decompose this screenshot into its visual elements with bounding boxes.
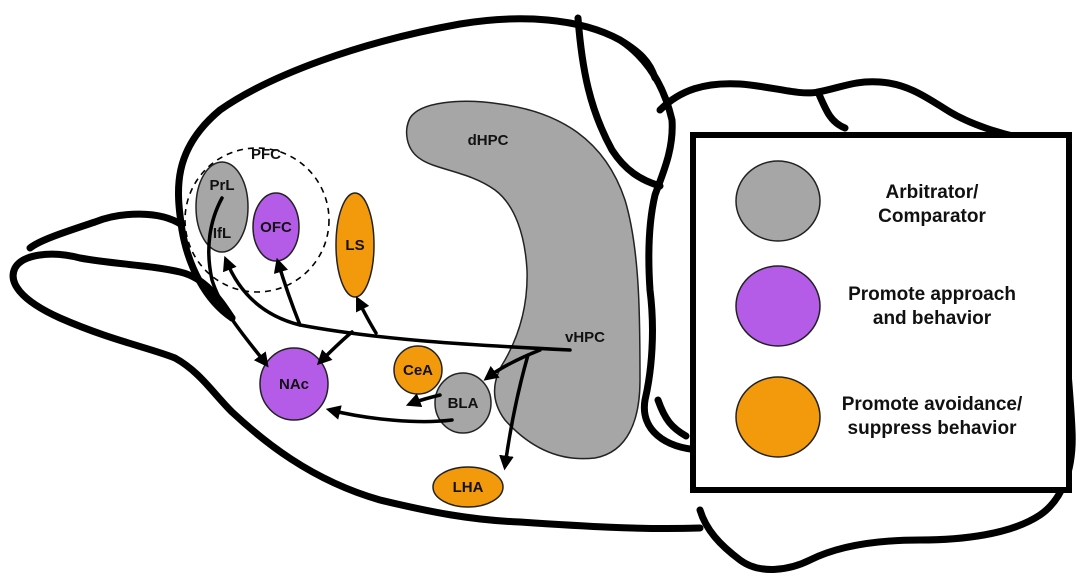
ifl-label: IfL — [213, 225, 231, 242]
prl-label: PrL — [209, 177, 234, 194]
legend-approach-line1: Promote approach — [848, 284, 1016, 305]
ofc-label: OFC — [260, 219, 292, 236]
legend-avoidance-line1: Promote avoidance/ — [842, 394, 1023, 415]
olfactory-outline — [9, 250, 704, 533]
ls-region — [335, 192, 375, 298]
bla-nac-pathway — [325, 405, 454, 424]
lha-region — [432, 466, 504, 508]
pfc-boundary — [184, 147, 330, 293]
nac-region — [259, 347, 329, 421]
dhpc-label: dHPC — [468, 132, 509, 149]
nac-label: NAc — [279, 376, 309, 393]
vhpc-lha-pathway — [499, 353, 530, 471]
vhpc-bla-pathway — [483, 348, 542, 381]
cerebellum-fold — [814, 88, 849, 132]
vhpc-ofc-pathway — [273, 257, 302, 327]
cea-label: CeA — [403, 362, 433, 379]
legend-swatch-approach — [735, 265, 821, 347]
ls-label: LS — [345, 237, 364, 254]
lha-label: LHA — [453, 479, 484, 496]
vhpc-nac-pathway — [316, 330, 354, 366]
bla-region — [434, 372, 492, 434]
legend-arbitrator-line1: Arbitrator/ — [886, 182, 980, 203]
legend-avoidance-line2: suppress behavior — [848, 418, 1018, 439]
bla-cea-pathway — [405, 393, 442, 408]
legend-swatch-arbitrator — [735, 160, 821, 242]
prl-nac-pathway — [207, 196, 269, 368]
cerebrum-notch — [574, 14, 664, 190]
vhpc-label: vHPC — [565, 329, 605, 346]
hippocampus-region — [405, 100, 641, 460]
olfactory-upper — [26, 210, 186, 252]
legend-swatch-avoidance — [735, 376, 821, 458]
bla-label: BLA — [448, 395, 479, 412]
legend-arbitrator-line2: Comparator — [878, 206, 986, 227]
vhpc-ls-pathway — [356, 296, 378, 335]
vhpc-ifl-pathway — [223, 255, 572, 352]
pfc-label: PFC — [251, 146, 281, 163]
legend-approach-line2: and behavior — [873, 308, 992, 329]
